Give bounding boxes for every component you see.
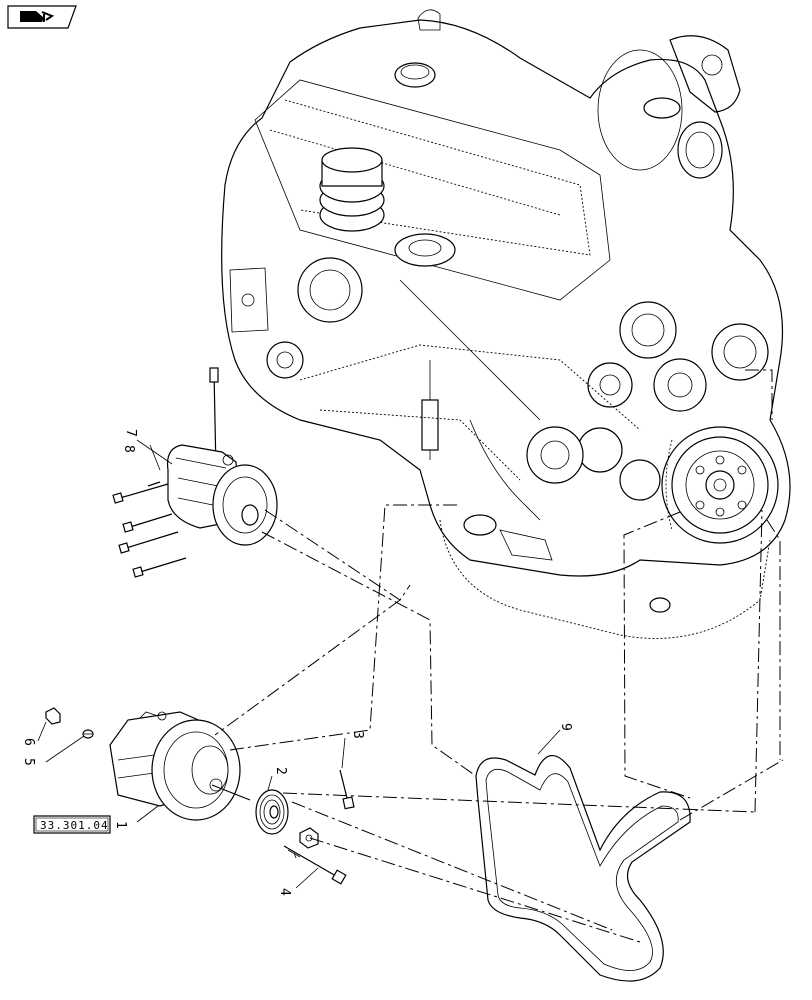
turbocharger	[597, 35, 741, 179]
nut-item-6	[45, 707, 61, 725]
compressor-mounting-bolts	[112, 481, 187, 578]
front-gear-train	[526, 301, 769, 501]
reference-link-box[interactable]: 33.301.04	[33, 815, 111, 834]
callout-3: 3	[350, 731, 365, 739]
callout-6: 6	[21, 738, 36, 746]
callout-2: 2	[273, 767, 288, 775]
back-arrow-icon	[20, 11, 55, 22]
alternator	[109, 711, 251, 821]
serpentine-belt	[475, 755, 691, 982]
callout-8: 8	[121, 445, 136, 453]
callout-4: 4	[277, 888, 292, 896]
engine-assembly	[209, 9, 791, 639]
alternator-pulley	[255, 789, 289, 835]
callout-7: 7	[123, 429, 138, 437]
reference-label: 33.301.04	[40, 819, 109, 832]
pulley-nut	[299, 827, 319, 849]
crankshaft-damper	[661, 426, 779, 544]
bolt-item-3	[339, 769, 355, 810]
callout-1: 1	[113, 821, 128, 829]
callout-leaders	[37, 439, 561, 889]
back-navigation-button[interactable]	[7, 5, 77, 29]
washer-item-5	[82, 729, 94, 739]
bolt-item-4	[283, 845, 347, 885]
assembly-leader-lines	[214, 369, 784, 943]
fuel-filter	[319, 147, 385, 232]
ac-compressor	[166, 444, 278, 546]
callout-5: 5	[21, 758, 36, 766]
callout-9: 9	[558, 723, 573, 731]
